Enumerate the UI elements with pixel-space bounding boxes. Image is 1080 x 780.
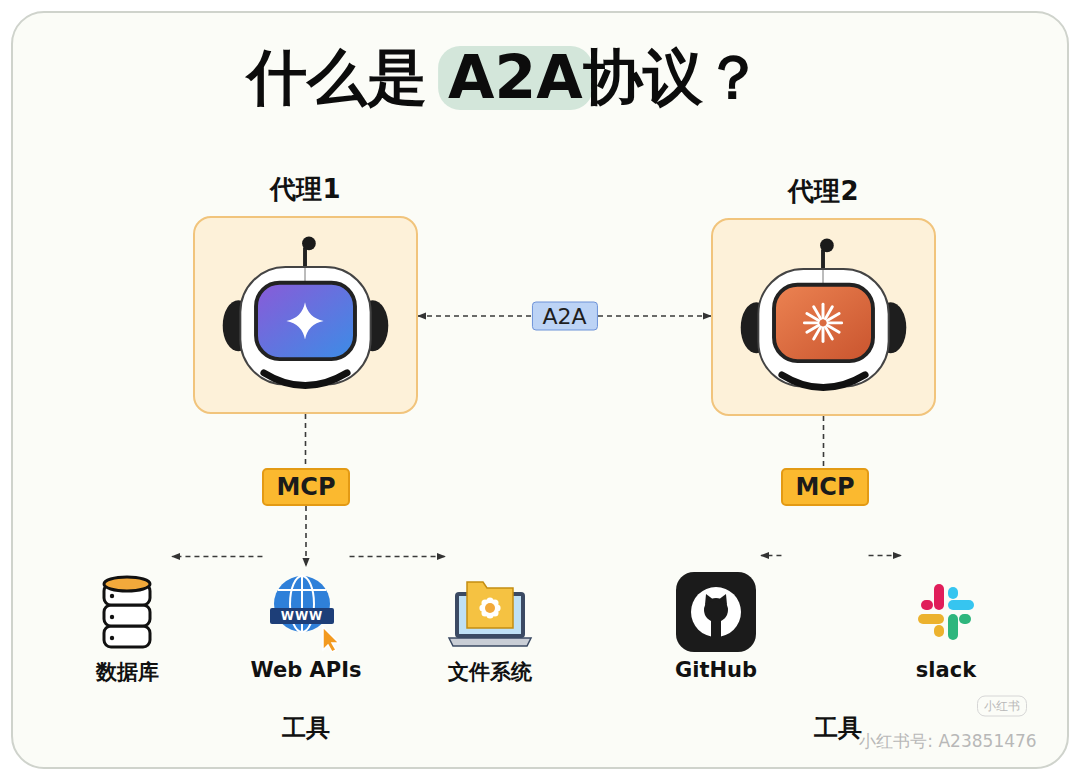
- github-cat-body: [711, 618, 721, 637]
- dashed-connector: [823, 416, 825, 468]
- github-icon: [671, 572, 761, 652]
- robot-symbol-ray: [828, 321, 842, 324]
- gear-center: [485, 603, 495, 613]
- watermark: 小红书: [977, 696, 1027, 717]
- icon-text: WWW: [281, 609, 324, 623]
- tool-node: 数据库: [82, 566, 172, 686]
- slack-piece: [921, 584, 944, 610]
- node-text: GitHub: [671, 658, 761, 682]
- node-text: slack: [901, 658, 991, 682]
- database-layer: [104, 626, 150, 647]
- dashed-connector: [305, 506, 307, 566]
- file-system-icon: [445, 572, 535, 652]
- connector-label: A2A: [531, 302, 597, 331]
- robot-symbol: [804, 304, 841, 341]
- robot-symbol-ray: [825, 327, 832, 339]
- github-tile: [676, 572, 756, 652]
- dashed-connector: [305, 414, 307, 468]
- slack-dot: [921, 600, 933, 610]
- slack-bar: [934, 584, 944, 610]
- globe-banner: [270, 608, 334, 624]
- globe-parallel: [278, 589, 326, 591]
- slack-bar: [918, 614, 944, 624]
- robot-seam: [304, 268, 306, 283]
- dashed-connector: [350, 556, 445, 558]
- agent-heading: 代理1: [195, 172, 416, 207]
- node-text: 数据库: [82, 658, 172, 686]
- robot-chin: [264, 373, 347, 386]
- tool-node: slack: [901, 566, 991, 682]
- dashed-connector: [172, 556, 262, 558]
- slack-piece: [948, 587, 974, 610]
- group-label: 工具: [814, 712, 862, 744]
- protocol-box: MCP: [262, 468, 349, 506]
- robot-symbol-ray: [827, 314, 839, 321]
- robot-antenna-ball: [820, 239, 834, 253]
- robot-symbol-ray: [822, 304, 825, 318]
- database-icon: [82, 572, 172, 652]
- robot-symbol-ray: [814, 307, 821, 319]
- database-dot: [110, 594, 114, 598]
- agent-box: 代理1: [193, 216, 418, 414]
- github-cat-ear: [718, 594, 727, 605]
- watermark: 小红书号: A23851476: [859, 730, 1036, 753]
- robot-symbol-ray: [822, 328, 825, 342]
- robot-screen: [774, 285, 873, 361]
- database-layer: [104, 605, 150, 626]
- robot-screen: [256, 283, 355, 359]
- slack-bar: [948, 614, 958, 640]
- tool-node: GitHub: [671, 566, 761, 682]
- robot-seam: [822, 270, 824, 285]
- dashed-connector: [869, 555, 901, 557]
- slack-piece: [948, 614, 971, 640]
- robot-chin: [782, 375, 865, 388]
- group-label: 工具: [282, 712, 330, 744]
- slack-piece: [918, 614, 944, 637]
- github-cat-ear: [705, 594, 714, 605]
- slack-dot: [934, 625, 944, 637]
- cursor-arrow: [323, 627, 339, 652]
- folder-gear: [479, 597, 500, 618]
- robot-head: [758, 269, 888, 387]
- database-dot: [110, 615, 114, 619]
- laptop-screen-frame: [455, 592, 525, 638]
- robot-illustration: [195, 218, 416, 412]
- folder: [467, 582, 513, 628]
- robot-symbol-ray: [807, 325, 819, 332]
- robot-symbol-ray: [804, 321, 818, 324]
- robot-symbol: [286, 302, 323, 339]
- robot-antenna-ball: [302, 237, 316, 251]
- database-dot: [110, 636, 114, 640]
- tool-node: 文件系统: [445, 566, 535, 686]
- protocol-box: MCP: [781, 468, 868, 506]
- card-background: [12, 12, 1068, 768]
- laptop-base: [449, 638, 531, 646]
- agent-box: 代理2: [711, 218, 936, 416]
- dashed-connector: [761, 555, 781, 557]
- diagram-title: 什么是 A2A协议？: [0, 38, 1010, 119]
- node-text: 文件系统: [445, 658, 535, 686]
- database-top: [104, 577, 150, 591]
- node-text: MCP: [795, 473, 854, 501]
- robot-illustration: [713, 220, 934, 414]
- node-text: MCP: [276, 473, 335, 501]
- node-text: Web APIs: [251, 658, 362, 682]
- slack-dot: [948, 587, 958, 599]
- robot-head: [240, 267, 370, 385]
- tool-node: Web APIs: [251, 566, 362, 682]
- slack-bar: [948, 600, 974, 610]
- slack-icon: [901, 572, 991, 652]
- github-ring: [691, 587, 741, 637]
- agent-heading: 代理2: [713, 174, 934, 209]
- slack-dot: [959, 614, 971, 624]
